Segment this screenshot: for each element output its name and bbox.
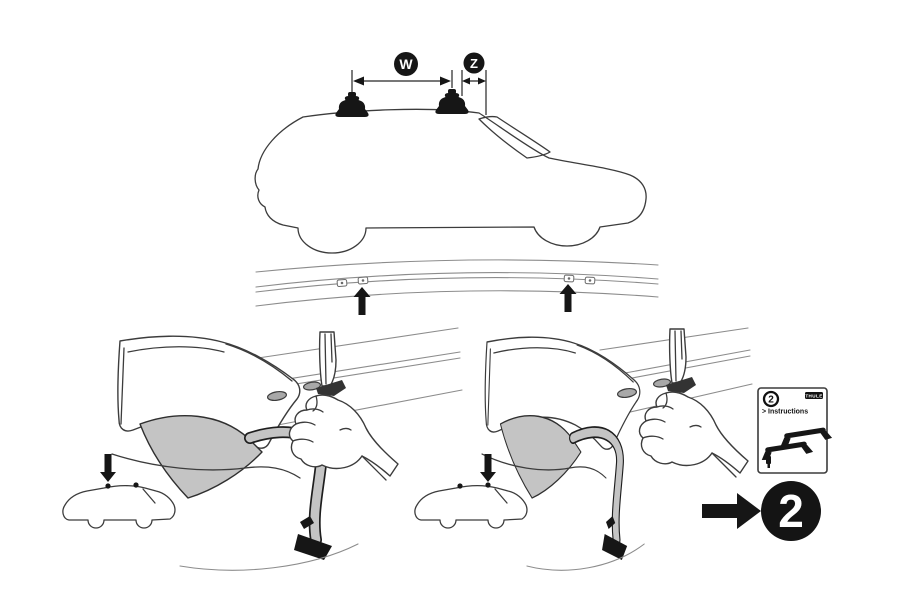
front-foot-detail <box>414 327 753 571</box>
windshield-glass <box>478 115 551 159</box>
strap-hook <box>602 534 628 560</box>
step-badge-number: 2 <box>778 485 804 537</box>
mount-dot-front <box>133 482 139 488</box>
rocker-line <box>179 543 359 571</box>
fixpoint-marker <box>563 274 575 283</box>
step-badge-circle <box>761 481 821 541</box>
clamp-strap <box>570 427 623 545</box>
fixpoint-hand <box>616 328 749 478</box>
car-side-view: W Z <box>254 52 647 254</box>
position-icon-rear <box>62 454 176 529</box>
dimension-z: Z <box>461 52 487 115</box>
clamp-pad <box>139 415 263 499</box>
fixpoint-marker <box>584 276 596 285</box>
width-label: W <box>399 56 413 72</box>
mini-car-outline <box>62 485 176 529</box>
mount-dot-rear <box>457 483 463 489</box>
mount-bracket <box>666 377 696 393</box>
mini-car-outline <box>414 485 528 529</box>
door-frame-corner <box>117 335 301 449</box>
foot-leg <box>316 331 346 396</box>
hand <box>288 394 399 481</box>
instruction-card: 2 THULE > Instructions <box>757 387 833 474</box>
rocker-line <box>526 543 645 571</box>
roof-foot-rear <box>335 92 369 117</box>
down-arrow-rear-position <box>100 454 116 482</box>
width-label-badge <box>394 52 418 76</box>
fixpoint-hole <box>266 390 288 402</box>
mount-dot-rear <box>105 483 111 489</box>
down-arrow-front-position <box>480 454 496 482</box>
dimension-w: W <box>351 52 453 92</box>
fixpoint-marker <box>336 279 348 287</box>
position-icon-front <box>414 454 528 529</box>
up-arrow-front-fixpoint <box>559 284 577 312</box>
card-step-badge <box>762 390 780 408</box>
mount-bracket <box>316 380 346 396</box>
offset-dimension-arrow <box>462 77 486 85</box>
card-instructions-label: > Instructions <box>762 409 808 416</box>
right-arrow <box>702 493 761 529</box>
strap-hook <box>294 534 332 560</box>
fixpoint-hole <box>616 387 638 399</box>
sill-edge <box>481 453 607 479</box>
step-indicator: 2 <box>702 481 821 541</box>
offset-label: Z <box>470 56 478 71</box>
fixpoint-hand <box>266 331 399 481</box>
mount-dot-front <box>485 482 491 488</box>
fixpoint-marker <box>357 276 369 285</box>
crossbar-icon <box>780 427 833 446</box>
sill-edge <box>111 453 301 479</box>
foot-leg <box>666 328 696 393</box>
strap-tab <box>606 516 616 529</box>
offset-label-badge <box>463 52 485 74</box>
up-arrow-rear-fixpoint <box>353 287 371 315</box>
roof-foot-front <box>435 89 469 114</box>
roof-edge-strip <box>255 259 659 315</box>
foot-clamp <box>481 414 645 571</box>
width-dimension-arrow <box>353 76 451 86</box>
clamp-pad <box>499 414 582 499</box>
hand <box>638 391 749 478</box>
rear-foot-detail <box>62 327 463 571</box>
car-outline <box>254 108 647 254</box>
card-step-number: 2 <box>768 395 774 406</box>
strap-tab <box>300 516 314 529</box>
door-frame-corner <box>484 336 641 450</box>
tool-key-icon <box>766 456 771 468</box>
brand-logo-badge <box>805 392 823 399</box>
brand-logo: THULE <box>805 393 822 398</box>
